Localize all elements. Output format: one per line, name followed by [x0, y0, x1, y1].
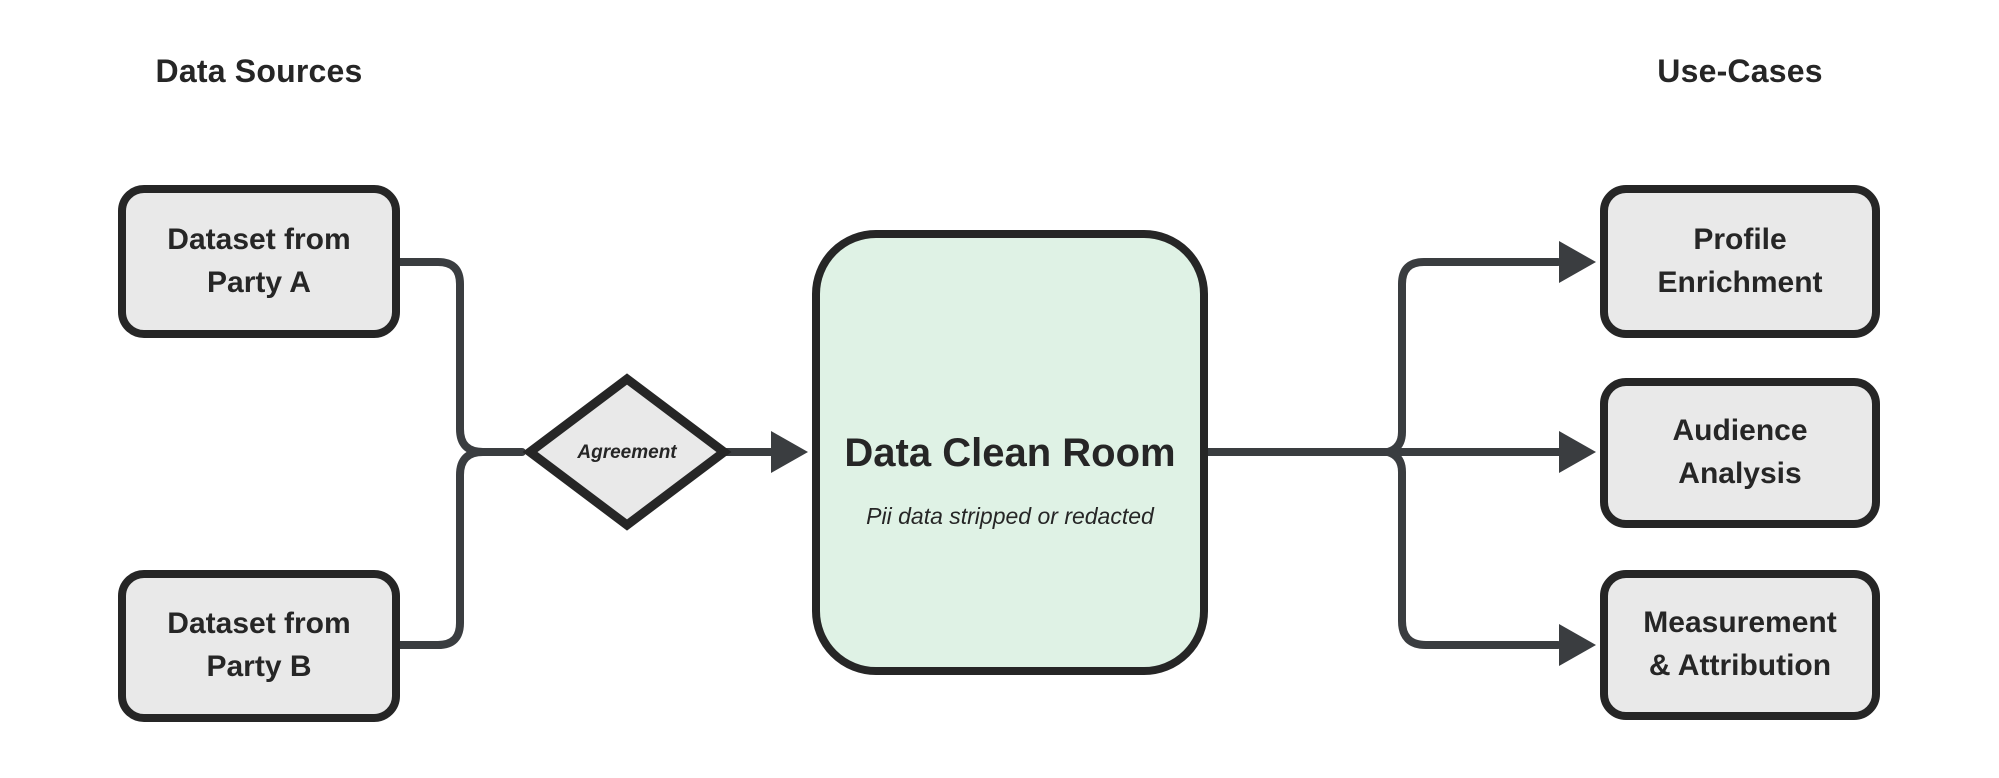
- use-cases-header: Use-Cases: [1657, 53, 1823, 89]
- node-agreement-label: Agreement: [577, 441, 677, 463]
- node-data-clean-room: Data Clean Room Pii data stripped or red…: [812, 230, 1208, 675]
- node-label: Measurement & Attribution: [1643, 606, 1837, 682]
- arrowhead-into-clean-room: [771, 431, 808, 473]
- connector-branch-to-measurement: [1384, 448, 1562, 649]
- clean-room-title: Data Clean Room: [844, 430, 1176, 475]
- arrowhead-into-audience: [1559, 431, 1596, 473]
- node-audience-analysis: Audience Analysis: [1600, 378, 1880, 528]
- connector-party-b-to-agreement: [396, 448, 487, 649]
- node-profile-enrichment: Profile Enrichment: [1600, 185, 1880, 338]
- clean-room-subtitle: Pii data stripped or redacted: [866, 502, 1154, 529]
- connector-party-a-to-agreement: [396, 258, 526, 456]
- node-label: Dataset from Party B: [167, 607, 351, 683]
- arrowhead-into-measurement: [1559, 624, 1596, 666]
- node-dataset-party-b: Dataset from Party B: [118, 570, 400, 722]
- data-sources-header: Data Sources: [155, 53, 363, 89]
- agreement-diamond-shape: [522, 373, 732, 531]
- connector-branch-to-profile: [1384, 258, 1562, 456]
- arrowhead-into-profile: [1559, 241, 1596, 283]
- node-measurement-attribution: Measurement & Attribution: [1600, 570, 1880, 720]
- node-label: Audience Analysis: [1672, 414, 1808, 490]
- node-dataset-party-a: Dataset from Party A: [118, 185, 400, 338]
- node-label: Dataset from Party A: [167, 222, 351, 299]
- node-label: Profile Enrichment: [1657, 222, 1823, 299]
